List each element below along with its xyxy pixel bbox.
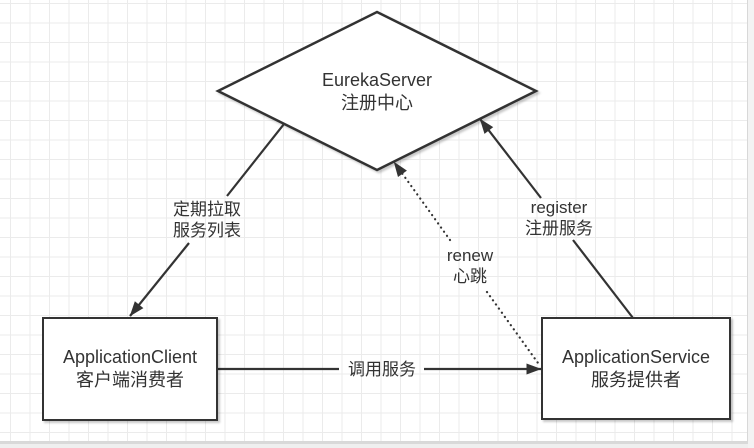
edge-register-upper[interactable] xyxy=(479,118,542,199)
canvas-bottom-edge xyxy=(0,442,748,448)
application-service-subtitle: 服务提供者 xyxy=(591,369,681,390)
register-label-line2: 注册服务 xyxy=(525,219,593,238)
register-label-line1: register xyxy=(530,198,588,217)
edge-renew-upper[interactable] xyxy=(392,160,452,242)
pull-label-line2: 服务列表 xyxy=(173,221,241,240)
application-client-title: ApplicationClient xyxy=(62,347,198,367)
eureka-server-node-shape[interactable] xyxy=(215,10,539,172)
renew-label-line1: renew xyxy=(446,246,494,265)
pull-label-line1: 定期拉取 xyxy=(173,200,241,219)
application-service-title: ApplicationService xyxy=(561,346,711,367)
application-client-subtitle: 客户端消费者 xyxy=(76,370,184,390)
canvas-right-edge xyxy=(748,0,754,448)
edge-label-register[interactable]: register 注册服务 xyxy=(509,197,609,239)
renew-label-line2: 心跳 xyxy=(453,267,487,286)
edge-renew-lower[interactable] xyxy=(485,290,540,365)
application-client-node[interactable]: ApplicationClient 客户端消费者 xyxy=(42,317,218,421)
edge-register-lower[interactable] xyxy=(572,239,634,319)
edge-pull-services-upper[interactable] xyxy=(226,123,285,197)
application-service-node[interactable]: ApplicationService 服务提供者 xyxy=(541,317,731,420)
call-label-line1: 调用服务 xyxy=(348,360,416,379)
eureka-server-title: EurekaServer xyxy=(321,70,433,90)
edge-label-renew[interactable]: renew 心跳 xyxy=(420,245,520,287)
eureka-server-node-label[interactable]: EurekaServer 注册中心 xyxy=(277,69,477,115)
edge-label-pull-services[interactable]: 定期拉取 服务列表 xyxy=(157,199,257,241)
edge-label-call-service[interactable]: 调用服务 xyxy=(332,359,432,380)
edge-pull-services-lower[interactable] xyxy=(129,242,190,317)
eureka-server-subtitle: 注册中心 xyxy=(341,93,413,113)
